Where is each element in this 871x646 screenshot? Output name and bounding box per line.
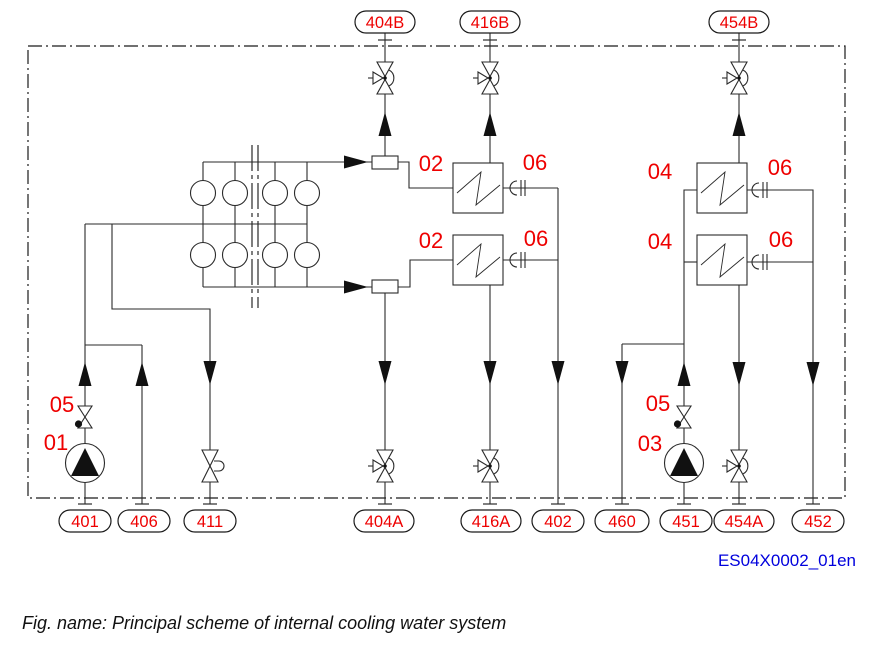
heat-exchanger-02-bottom [452,234,504,286]
drain-valve-416A [472,449,500,483]
cylinder-circle [189,179,217,207]
cylinder-circle [221,179,249,207]
port-label-402: 402 [531,509,585,533]
port-label-text: 451 [672,513,700,531]
port-label-454B: 454B [708,10,770,34]
flow-arrow-up [78,362,92,386]
port-label-text: 402 [544,513,572,531]
flow-arrow-down [615,361,629,385]
component-tag-01: 01 [44,430,68,455]
port-label-text: 411 [197,513,223,531]
component-tag-04-top: 04 [648,159,672,184]
component-tag-03: 03 [638,431,662,456]
cylinder-circle [293,241,321,269]
vent-valve-454B [721,61,749,95]
port-label-416B: 416B [459,10,521,34]
heat-exchanger-02-top [452,162,504,214]
boundary-ticks [78,39,820,505]
pipe [398,259,453,288]
flow-arrow-up [677,362,691,386]
component-tag-06-right-top: 06 [768,155,792,180]
figure-caption: Fig. name: Principal scheme of internal … [22,613,506,633]
cylinder-circle [189,241,217,269]
component-tag-05-right: 05 [646,391,670,416]
system-boundary-border [27,45,846,499]
port-label-text: 452 [804,513,832,531]
vent-valve-05-left [74,405,93,429]
port-label-text: 404B [366,14,405,32]
port-label-460: 460 [594,509,650,533]
component-tag-06-left-bottom: 06 [524,226,548,251]
pump-01 [64,442,106,484]
flow-arrow-up [135,362,149,386]
component-tag-04-bottom: 04 [648,229,672,254]
flow-arrow-up [732,112,746,136]
orifice-fitting [371,155,399,170]
drain-valve-454A [721,449,749,483]
cylinder-circle [261,179,289,207]
orifice-fitting [371,279,399,294]
drain-valve-404A [367,449,395,483]
component-tag-05-left: 05 [50,392,74,417]
port-label-text: 460 [608,513,636,531]
port-label-text: 416B [471,14,510,32]
flow-arrow-right [344,155,368,169]
vent-valve-416B [472,61,500,95]
component-tag-02-top: 02 [419,151,443,176]
port-label-text: 454B [720,14,759,32]
flow-arrow-up [378,112,392,136]
port-label-text: 401 [71,513,99,531]
pipe [747,189,814,504]
heat-exchanger-04-bottom [696,234,748,286]
port-label-416A: 416A [460,509,522,533]
flow-arrow-down [378,361,392,385]
component-tag-06-left-top: 06 [523,150,547,175]
port-label-401: 401 [58,509,112,533]
port-label-404A: 404A [353,509,415,533]
valve-411 [201,449,225,483]
vent-valve-404B [367,61,395,95]
port-label-411: 411 [183,509,237,533]
port-label-454A: 454A [713,509,775,533]
flow-arrow-down [483,361,497,385]
cylinder-circle [221,241,249,269]
flow-arrow-down [732,362,746,386]
engine-block [189,145,321,308]
flow-arrow-down [806,362,820,386]
pipe [683,189,697,504]
drawing-code-link[interactable]: ES04X0002_01en [718,551,856,570]
pump-03 [663,442,705,484]
port-label-406: 406 [117,509,171,533]
port-label-text: 404A [365,513,404,531]
vent-valve-05-right [673,405,692,429]
flow-arrow-right [344,280,368,294]
pipe [111,224,211,504]
port-label-text: 416A [472,513,511,531]
cylinder-circle [293,179,321,207]
port-label-452: 452 [791,509,845,533]
flow-arrow-down [203,361,217,385]
port-label-text: 454A [725,513,764,531]
component-tag-06-right-bottom: 06 [769,227,793,252]
component-tag-02-bottom: 02 [419,228,443,253]
port-label-451: 451 [659,509,713,533]
heat-exchanger-04-top [696,162,748,214]
flow-arrow-down [551,361,565,385]
pipe [398,161,453,189]
cylinder-circle [261,241,289,269]
port-label-text: 406 [130,513,158,531]
port-label-404B: 404B [354,10,416,34]
flow-arrow-up [483,112,497,136]
